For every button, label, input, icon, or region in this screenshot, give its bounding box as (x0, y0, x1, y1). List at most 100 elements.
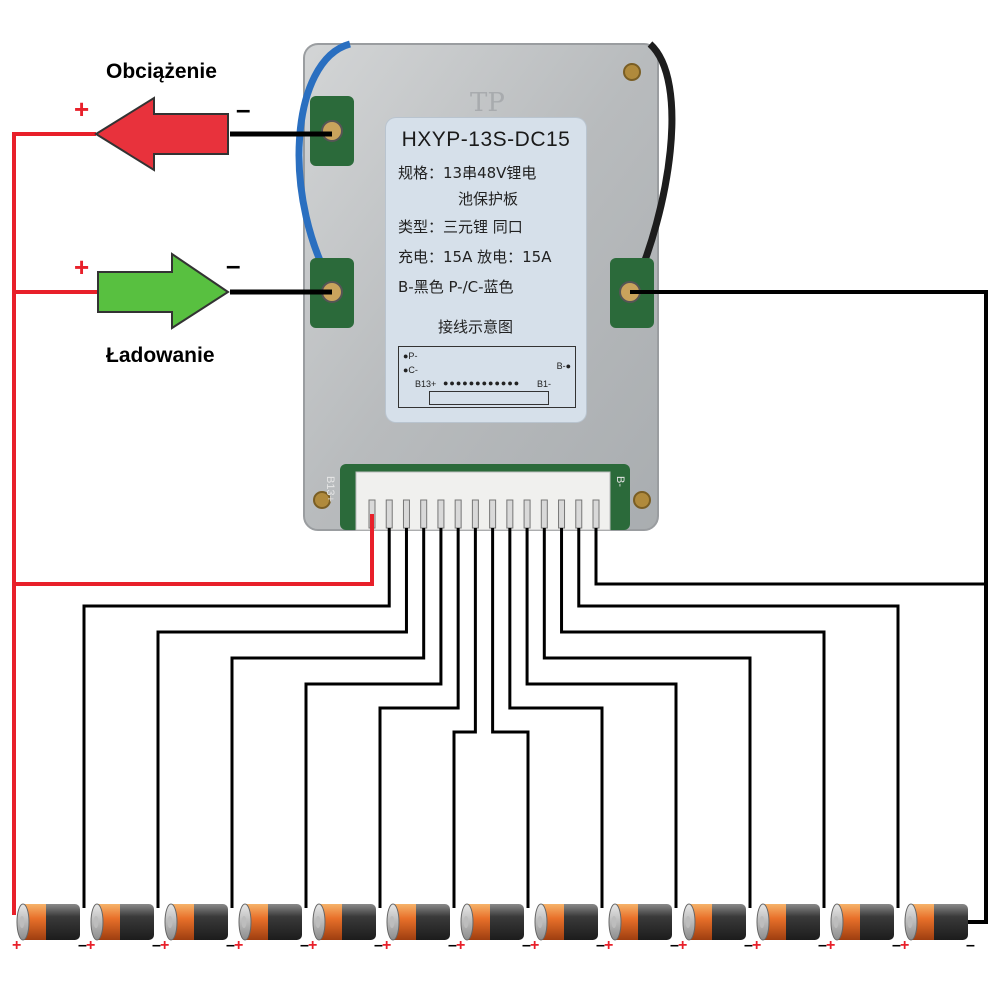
cell-terminal (241, 916, 247, 928)
current-line: 充电：15A 放电：15A (398, 248, 552, 266)
cell-terminal (759, 916, 765, 928)
board-model: HXYP-13S-DC15 (401, 128, 571, 151)
board-label-card: HXYP-13S-DC15 规格：13串48V锂电 池保护板 类型：三元锂 同口… (386, 118, 586, 422)
cell-plus-sign: + (752, 937, 762, 954)
battery-cell (164, 903, 228, 941)
connector-pin (540, 499, 548, 529)
cell-plus-sign: + (160, 937, 170, 954)
connector-pin (558, 499, 566, 529)
cell-terminal (685, 916, 691, 928)
cell-body (776, 904, 820, 940)
balance-wires (82, 528, 986, 908)
battery-cell (682, 903, 746, 941)
load-minus-sign: – (236, 94, 251, 124)
battery-cell (830, 903, 894, 941)
balance-wire (82, 528, 391, 908)
connector-pin (523, 499, 531, 529)
battery-cell (16, 903, 80, 941)
connector-pin (454, 499, 462, 529)
load-plus-sign: + (74, 94, 90, 124)
pin-b-label: B-● (556, 361, 571, 371)
cell-body (332, 904, 376, 940)
type-line: 类型：三元锂 同口 (398, 218, 523, 236)
cell-minus-sign: – (596, 937, 605, 954)
spec-line-2: 池保护板 (458, 190, 519, 208)
battery-cell (756, 903, 820, 941)
cell-body (184, 904, 228, 940)
cell-body (406, 904, 450, 940)
cell-body (702, 904, 746, 940)
load-label: Obciążenie (106, 60, 217, 83)
cell-body (258, 904, 302, 940)
cell-plus-sign: + (86, 937, 96, 954)
balance-wire (560, 528, 826, 908)
pin-b13-label: B13+ (415, 379, 437, 389)
balance-wire (508, 528, 604, 908)
cell-minus-sign: – (300, 937, 309, 954)
balance-wire (452, 528, 477, 908)
cell-body (924, 904, 968, 940)
balance-wire (304, 528, 443, 908)
balance-wire-b-minus (594, 528, 986, 586)
cell-body (628, 904, 672, 940)
pin-c-label: ●C- (403, 365, 418, 375)
battery-cell (460, 903, 524, 941)
cell-terminal (93, 916, 99, 928)
cell-minus-sign: – (78, 937, 87, 954)
cell-minus-sign: – (226, 937, 235, 954)
cell-minus-sign: – (892, 937, 901, 954)
charging-label: Ładowanie (106, 344, 215, 367)
cell-plus-sign: + (604, 937, 614, 954)
cell-plus-sign: + (382, 937, 392, 954)
cell-terminal (19, 916, 25, 928)
cell-minus-sign: – (744, 937, 753, 954)
mini-connector (429, 391, 549, 405)
balance-wire (230, 528, 426, 908)
cell-plus-sign: + (678, 937, 688, 954)
cell-body (850, 904, 894, 940)
cell-terminal (907, 916, 913, 928)
cell-plus-sign: + (234, 937, 244, 954)
battery-cell (904, 903, 968, 941)
spec-line-1: 规格：13串48V锂电 (398, 164, 537, 182)
pin-dots: ●●●●●●●●●●●● (443, 378, 521, 388)
battery-cells (16, 903, 968, 941)
cell-terminal (463, 916, 469, 928)
battery-cell (608, 903, 672, 941)
cell-plus-sign: + (530, 937, 540, 954)
battery-cell (386, 903, 450, 941)
board-brand-mark: TP (470, 88, 505, 118)
cell-plus-sign: + (308, 937, 318, 954)
cell-plus-sign: + (12, 937, 22, 954)
cell-minus-sign: – (818, 937, 827, 954)
cell-plus-sign: + (456, 937, 466, 954)
connector-pin (506, 499, 514, 529)
pin-p-label: ●P- (403, 351, 418, 361)
balance-wire (156, 528, 408, 908)
cell-body (554, 904, 598, 940)
cell-body (480, 904, 524, 940)
cell-terminal (389, 916, 395, 928)
charge-arrow (97, 252, 230, 330)
cell-terminal (537, 916, 543, 928)
charge-plus-sign: + (74, 252, 90, 282)
battery-cell (238, 903, 302, 941)
cell-terminal (167, 916, 173, 928)
connector-pin (402, 499, 410, 529)
connector-pin (471, 499, 479, 529)
connector-pin (420, 499, 428, 529)
connector-right-label: B- (614, 476, 626, 487)
cell-minus-sign: – (448, 937, 457, 954)
battery-cell (90, 903, 154, 941)
cell-minus-sign: – (152, 937, 161, 954)
balance-wire (577, 528, 900, 908)
connector-pin (385, 499, 393, 529)
load-arrow (94, 96, 229, 172)
cell-terminal (833, 916, 839, 928)
pin-b1-label: B1- (537, 379, 552, 389)
balance-wire (378, 528, 460, 908)
cell-minus-sign: – (670, 937, 679, 954)
color-line: B-黑色 P-/C-蓝色 (398, 278, 514, 296)
balance-wire (525, 528, 678, 908)
cell-terminal (611, 916, 617, 928)
